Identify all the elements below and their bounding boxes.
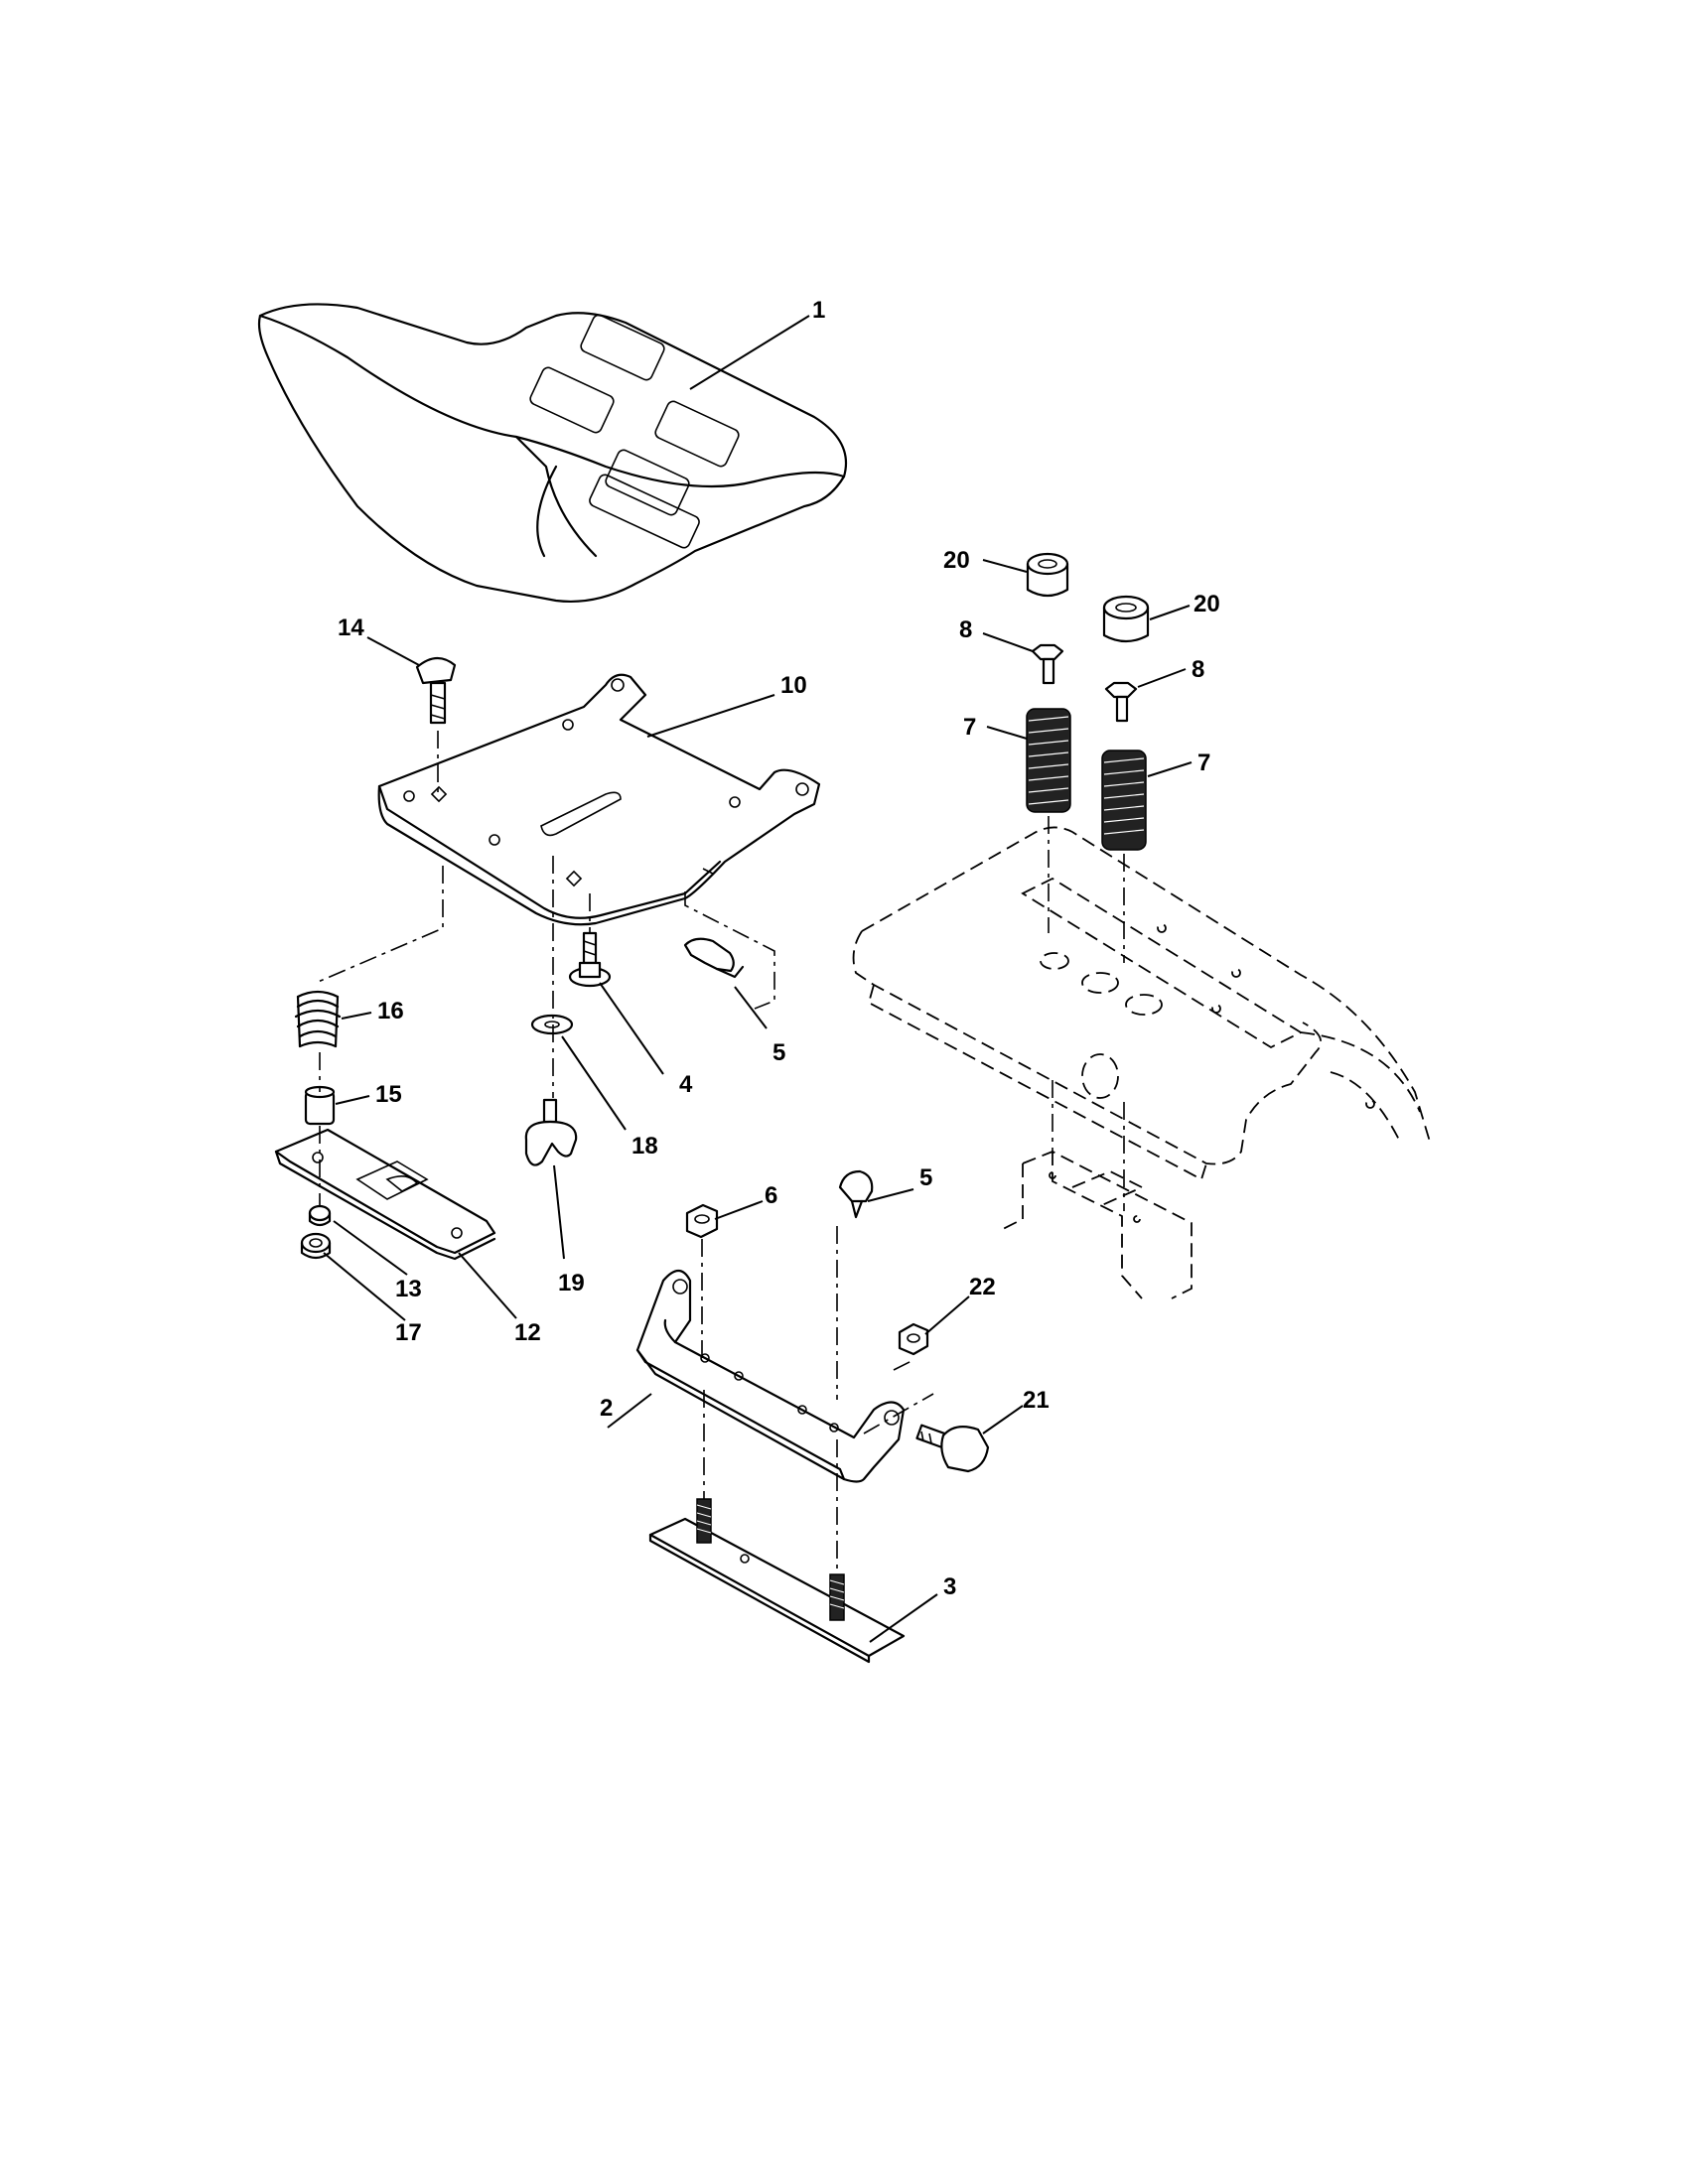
callout-1: 1 [812, 297, 825, 324]
callout-5-lower: 5 [919, 1164, 932, 1191]
callout-labels: 1 2 3 4 5 5 6 7 7 8 8 10 12 13 14 15 16 … [338, 297, 1220, 1600]
spring-7-left-part [1026, 708, 1071, 813]
callout-18: 18 [632, 1133, 658, 1160]
callout-20-right: 20 [1193, 591, 1220, 617]
seat-part [257, 303, 848, 604]
callout-21: 21 [1023, 1387, 1050, 1414]
callout-8-right: 8 [1192, 656, 1204, 683]
shoulder-bolt-part [568, 931, 612, 988]
callout-14: 14 [338, 614, 364, 641]
carriage-bolt-part [415, 656, 457, 725]
callout-15: 15 [375, 1081, 402, 1108]
lock-nut-part [685, 1203, 719, 1239]
callout-22: 22 [969, 1274, 996, 1300]
washer-part [530, 1014, 574, 1035]
spacer-20-left-part [1026, 552, 1069, 598]
callout-10: 10 [780, 672, 807, 699]
spacer-part [304, 1085, 336, 1126]
shoulder-bolt-21-part [915, 1424, 990, 1473]
seat-pan-part [377, 673, 821, 926]
callout-16: 16 [377, 998, 404, 1024]
seat-knob-part [524, 1098, 578, 1166]
nut-22-part [898, 1322, 929, 1356]
callout-12: 12 [514, 1319, 541, 1346]
callout-4: 4 [679, 1071, 693, 1098]
spring-7-right-part [1101, 750, 1147, 851]
callout-2: 2 [600, 1395, 613, 1422]
callout-5-upper: 5 [772, 1039, 785, 1066]
callout-7-right: 7 [1197, 750, 1210, 776]
spacer-20-right-part [1102, 595, 1150, 643]
clip-lower-part [838, 1169, 874, 1219]
bracket-plate-part [274, 1128, 496, 1261]
callout-13: 13 [395, 1276, 422, 1302]
callout-19: 19 [558, 1270, 585, 1297]
callout-3: 3 [943, 1573, 956, 1600]
bolt-8-right-part [1104, 681, 1138, 723]
spring-left-part [294, 990, 342, 1048]
clip-upper-part [683, 937, 745, 979]
callout-8-left: 8 [959, 616, 972, 643]
leader-lines [323, 315, 1193, 1643]
fender-reference [852, 826, 1431, 1299]
assembly-center-lines [315, 731, 1125, 1574]
nut-13-part [308, 1204, 332, 1227]
hinge-bracket-part [635, 1269, 906, 1483]
nut-17-part [300, 1232, 332, 1260]
callout-6: 6 [765, 1182, 777, 1209]
callout-20-left: 20 [943, 547, 970, 574]
callout-17: 17 [395, 1319, 422, 1346]
stud-plate-part [648, 1498, 906, 1664]
bolt-8-left-part [1031, 643, 1064, 685]
callout-7-left: 7 [963, 714, 976, 741]
